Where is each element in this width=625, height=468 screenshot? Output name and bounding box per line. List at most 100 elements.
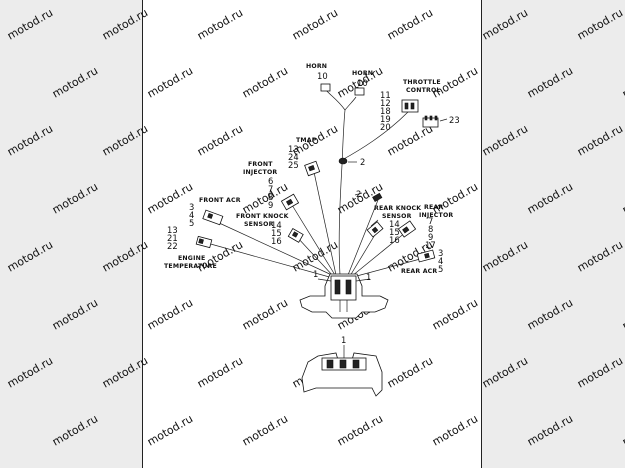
- watermark-text: motod.ru: [385, 354, 435, 390]
- harness-bottom-view: [301, 345, 383, 397]
- watermark-text: motod.ru: [575, 354, 625, 390]
- watermark-text: motod.ru: [5, 6, 55, 42]
- label-front-acr: FRONT ACR: [199, 197, 241, 204]
- watermark-text: motod.ru: [240, 64, 290, 100]
- watermark-text: motod.ru: [430, 296, 480, 332]
- callout-throttle-1: 12: [380, 98, 391, 108]
- watermark-text: motod.ru: [240, 412, 290, 448]
- label-front-injector-line1: FRONT: [248, 161, 273, 168]
- watermark-text: motod.ru: [145, 296, 195, 332]
- watermark-text: motod.ru: [480, 238, 530, 274]
- callout-clip-upper: 2: [360, 157, 365, 167]
- watermark-text: motod.ru: [100, 6, 150, 42]
- callout-front-acr-2: 5: [189, 218, 194, 228]
- main-harness-connector: [299, 273, 389, 319]
- callout-rear-injector-1: 8: [428, 224, 433, 234]
- label-engine-temp-line2: TEMPERATURE: [164, 263, 217, 270]
- throttle-plug: [422, 115, 448, 128]
- wire-clip-mid: [372, 192, 383, 203]
- label-rear-acr: REAR ACR: [401, 268, 437, 275]
- watermark-text: motod.ru: [575, 238, 625, 274]
- label-throttle-line1: THROTTLE: [403, 79, 441, 86]
- watermark-text: motod.ru: [5, 122, 55, 158]
- engine-temperature-connector: [195, 235, 213, 249]
- callout-front-knock-2: 16: [271, 236, 282, 246]
- watermark-text: motod.ru: [145, 180, 195, 216]
- callout-front-acr-1: 4: [189, 210, 194, 220]
- label-rear-injector-line1: REAR: [424, 204, 443, 211]
- horn-connector-left: [320, 83, 331, 92]
- watermark-text: motod.ru: [385, 6, 435, 42]
- watermark-text: motod.ru: [620, 296, 625, 332]
- callout-rear-knock-2: 16: [389, 235, 400, 245]
- callout-horn-left: 10: [317, 71, 328, 81]
- callout-rear-acr-0: 3: [438, 248, 443, 258]
- watermark-text: motod.ru: [620, 64, 625, 100]
- watermark-text: motod.ru: [5, 238, 55, 274]
- callout-rear-injector-0: 7: [428, 216, 433, 226]
- watermark-text: motod.ru: [5, 354, 55, 390]
- watermark-text: motod.ru: [240, 180, 290, 216]
- label-horn-left: HORN: [306, 63, 327, 70]
- callout-tmap-2: 25: [288, 160, 299, 170]
- watermark-text: motod.ru: [525, 412, 575, 448]
- label-front-knock-line2: SENSOR: [244, 221, 274, 228]
- callout-rear-acr-2: 5: [438, 264, 443, 274]
- callout-front-injector-2: 8: [268, 192, 273, 202]
- watermark-text: motod.ru: [525, 64, 575, 100]
- watermark-text: motod.ru: [50, 296, 100, 332]
- watermark-text: motod.ru: [620, 180, 625, 216]
- watermark-text: motod.ru: [145, 64, 195, 100]
- watermark-text: motod.ru: [575, 122, 625, 158]
- callout-numbers: 10 10 11 12 18 19 20 23 2 2 13 24 25 6 7…: [167, 71, 460, 345]
- label-front-injector-line2: INJECTOR: [243, 169, 277, 176]
- watermark-text: motod.ru: [480, 6, 530, 42]
- watermark-text: motod.ru: [385, 122, 435, 158]
- front-knock-sensor-connector: [287, 227, 304, 243]
- callout-harness-left: 1: [313, 269, 318, 279]
- callout-rear-injector-3: 17: [425, 240, 436, 250]
- callout-front-knock-0: 14: [271, 220, 282, 230]
- callout-front-injector-1: 7: [268, 184, 273, 194]
- watermark-text: motod.ru: [100, 122, 150, 158]
- callout-engine-temp-2: 22: [167, 241, 178, 251]
- callout-throttle-plug: 23: [449, 115, 460, 125]
- watermark-text: motod.ru: [430, 412, 480, 448]
- watermark-text: motod.ru: [195, 6, 245, 42]
- callout-engine-temp-0: 13: [167, 225, 178, 235]
- watermark-text: motod.ru: [525, 180, 575, 216]
- callout-tmap-0: 13: [288, 144, 299, 154]
- watermark-text: motod.ru: [145, 412, 195, 448]
- rear-knock-sensor-connector: [366, 221, 384, 238]
- horn-connector-right: [354, 87, 365, 96]
- watermark-text: motod.ru: [195, 354, 245, 390]
- throttle-control-connector: [401, 99, 419, 113]
- callout-rear-injector-2: 9: [428, 232, 433, 242]
- label-engine-temp-line1: ENGINE: [178, 255, 205, 262]
- watermark-text: motod.ru: [480, 122, 530, 158]
- watermark-text: motod.ru: [335, 412, 385, 448]
- callout-rear-acr-1: 4: [438, 256, 443, 266]
- callout-rear-knock-1: 15: [389, 227, 400, 237]
- watermark-text: motod.ru: [100, 354, 150, 390]
- callout-throttle-2: 18: [380, 106, 391, 116]
- watermark-text: motod.ru: [575, 6, 625, 42]
- watermark-text: motod.ru: [50, 412, 100, 448]
- watermark-text: motod.ru: [195, 122, 245, 158]
- drawing-sheet: [142, 0, 482, 468]
- watermark-text: motod.ru: [525, 296, 575, 332]
- component-labels: HORN HORN THROTTLE CONTROL TMAP FRONT IN…: [164, 63, 453, 275]
- callout-rear-knock-0: 14: [389, 219, 400, 229]
- watermark-text: motod.ru: [620, 412, 625, 448]
- label-horn-right: HORN: [352, 70, 373, 77]
- callout-front-acr-0: 3: [189, 202, 194, 212]
- callout-front-knock-1: 15: [271, 228, 282, 238]
- watermark-text: motod.ru: [290, 6, 340, 42]
- harness-wires: [206, 89, 425, 279]
- label-rear-knock-line2: SENSOR: [382, 213, 412, 220]
- watermark-text: motod.ru: [100, 238, 150, 274]
- callout-horn-right: 10: [357, 78, 368, 88]
- callout-front-injector-3: 9: [268, 200, 273, 210]
- callout-clip-mid: 2: [356, 189, 361, 199]
- watermark-text: motod.ru: [50, 64, 100, 100]
